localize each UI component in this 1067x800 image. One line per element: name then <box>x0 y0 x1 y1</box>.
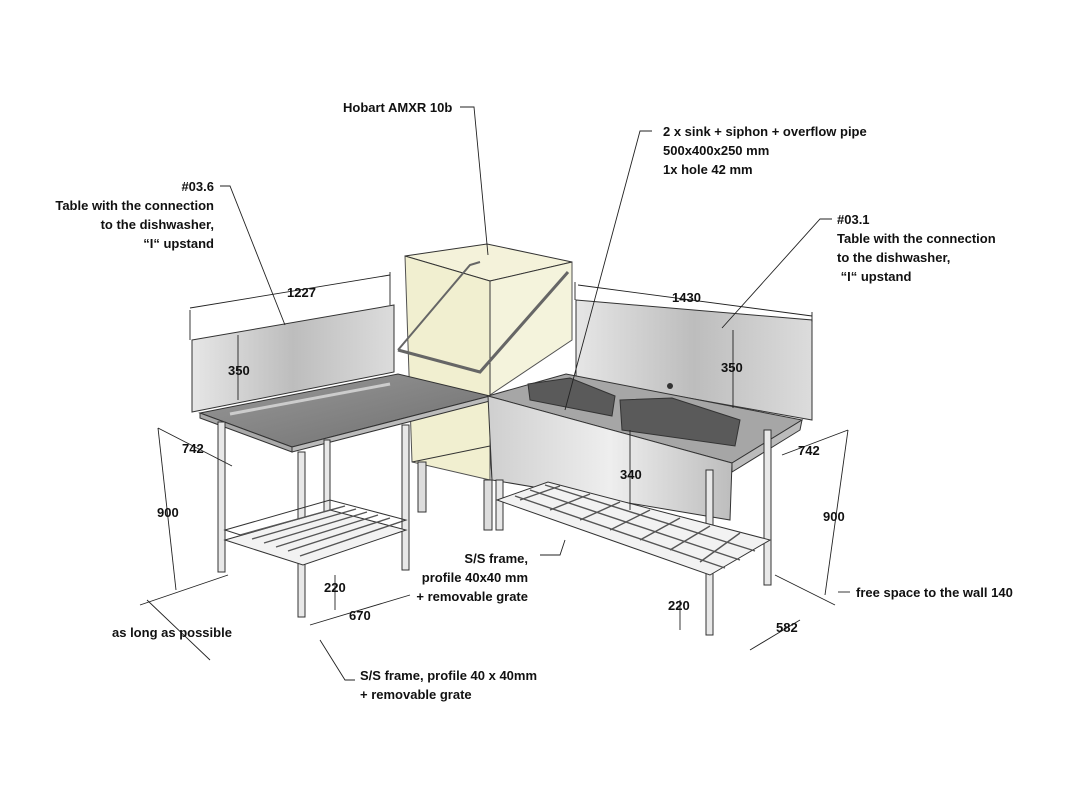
dishwasher <box>397 243 573 531</box>
label-line: profile 40x40 mm <box>422 570 528 585</box>
dimension-values: 1227 350 742 900 220 670 1430 350 742 90… <box>157 285 845 635</box>
label-line: + removable grate <box>360 687 472 702</box>
dim-left-length: 1227 <box>287 285 316 300</box>
dim-right-depth: 742 <box>798 443 820 458</box>
sink-label: 2 x sink + siphon + overflow pipe 500x40… <box>663 124 867 177</box>
dim-right-shelf: 220 <box>668 598 690 613</box>
label-line: #03.6 <box>181 179 214 194</box>
label-line: to the dishwasher, <box>101 217 214 232</box>
dim-left-height: 900 <box>157 505 179 520</box>
dim-left-upstand: 350 <box>228 363 250 378</box>
right-frame-label: S/S frame, profile 40x40 mm + removable … <box>416 551 528 604</box>
label-line: “I“ upstand <box>143 236 214 251</box>
label-line: S/S frame, profile 40 x 40mm <box>360 668 537 683</box>
label-line: #03.1 <box>837 212 870 227</box>
wall-space-label: free space to the wall 140 <box>856 585 1013 600</box>
label-line: to the dishwasher, <box>837 250 950 265</box>
left-table-label: #03.6 Table with the connection to the d… <box>55 179 214 251</box>
label-line: Table with the connection <box>837 231 996 246</box>
right-table <box>486 299 813 636</box>
dim-left-depth: 742 <box>182 441 204 456</box>
dim-right-apron: 340 <box>620 467 642 482</box>
label-line: 500x400x250 mm <box>663 143 769 158</box>
left-frame-label: S/S frame, profile 40 x 40mm + removable… <box>360 668 537 702</box>
tap-hole <box>667 383 673 389</box>
leader-lines <box>139 106 850 681</box>
dim-left-width: 670 <box>349 608 371 623</box>
sink-bowl-1 <box>527 377 616 417</box>
label-line: Table with the connection <box>55 198 214 213</box>
as-long-as-possible-label: as long as possible <box>112 625 232 640</box>
dim-left-shelf: 220 <box>324 580 346 595</box>
sink-bowl-2 <box>619 397 741 447</box>
label-line: S/S frame, <box>464 551 528 566</box>
right-table-label: #03.1 Table with the connection to the d… <box>837 212 996 284</box>
label-line: 2 x sink + siphon + overflow pipe <box>663 124 867 139</box>
dim-right-length: 1430 <box>672 290 701 305</box>
label-line: + removable grate <box>416 589 528 604</box>
dim-right-height: 900 <box>823 509 845 524</box>
dishwasher-label: Hobart AMXR 10b <box>343 100 452 115</box>
dim-right-width: 582 <box>776 620 798 635</box>
left-table <box>191 304 491 618</box>
label-line: “I“ upstand <box>837 269 911 284</box>
label-line: 1x hole 42 mm <box>663 162 753 177</box>
dim-right-upstand: 350 <box>721 360 743 375</box>
